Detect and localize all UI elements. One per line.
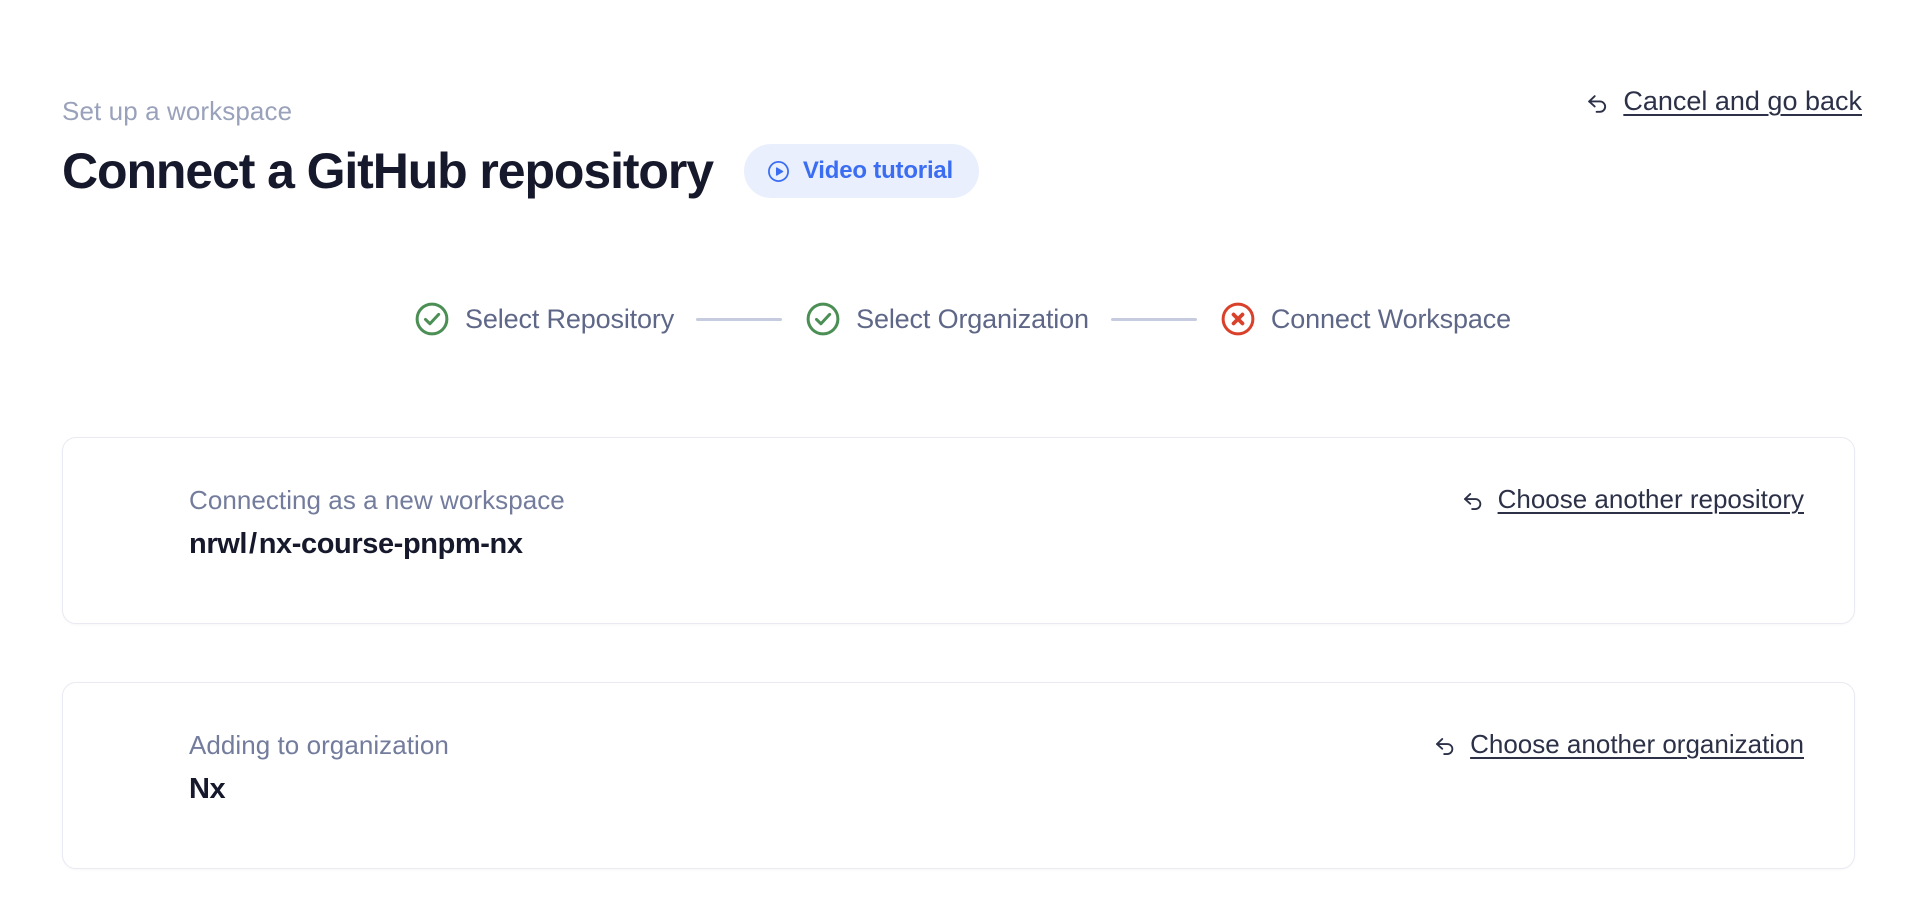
organization-card-value: Nx — [189, 773, 226, 805]
page-title: Connect a GitHub repository — [62, 143, 714, 199]
stepper-step-select-repository[interactable]: Select Repository — [413, 300, 674, 338]
video-tutorial-label: Video tutorial — [802, 157, 954, 184]
cancel-and-go-back-label: Cancel and go back — [1623, 86, 1862, 116]
choose-another-repository-link[interactable]: Choose another repository — [1460, 484, 1804, 515]
stepper-connector — [696, 317, 783, 321]
stepper-step-select-organization[interactable]: Select Organization — [804, 300, 1089, 338]
play-circle-icon — [766, 159, 791, 184]
check-circle-icon — [413, 300, 451, 338]
repository-owner: nrwl — [189, 528, 248, 560]
page-title-row: Connect a GitHub repository Video tutori… — [62, 142, 980, 200]
organization-card-caption: Adding to organization — [189, 730, 449, 760]
organization-card: Adding to organization Nx Choose another… — [62, 682, 1855, 869]
choose-another-repository-label: Choose another repository — [1497, 484, 1804, 514]
video-tutorial-button[interactable]: Video tutorial — [743, 144, 980, 198]
repository-separator: / — [249, 528, 257, 560]
cancel-and-go-back-link[interactable]: Cancel and go back — [1584, 86, 1862, 117]
undo-arrow-icon — [1584, 90, 1611, 117]
organization-card-text: Adding to organization Nx — [189, 729, 449, 806]
choose-another-organization-label: Choose another organization — [1470, 729, 1804, 759]
repository-card-value: nrwl/nx-course-pnpm-nx — [189, 527, 565, 561]
stepper-step-connect-workspace[interactable]: Connect Workspace — [1219, 300, 1511, 338]
stepper-step-label: Connect Workspace — [1270, 303, 1511, 334]
undo-arrow-icon — [1460, 488, 1486, 514]
setup-stepper: Select Repository Select Organization Co… — [0, 300, 1924, 338]
choose-another-organization-link[interactable]: Choose another organization — [1432, 729, 1804, 760]
page-eyebrow: Set up a workspace — [62, 96, 293, 126]
undo-arrow-icon — [1432, 733, 1458, 759]
stepper-connector — [1110, 317, 1197, 321]
stepper-step-label: Select Organization — [856, 303, 1089, 334]
repository-card-text: Connecting as a new workspace nrwl/nx-co… — [189, 484, 565, 561]
repository-card: Connecting as a new workspace nrwl/nx-co… — [62, 437, 1855, 624]
check-circle-icon — [804, 300, 842, 338]
x-circle-icon — [1219, 300, 1257, 338]
repository-name: nx-course-pnpm-nx — [258, 528, 523, 560]
stepper-step-label: Select Repository — [465, 303, 675, 334]
repository-card-caption: Connecting as a new workspace — [189, 485, 565, 515]
